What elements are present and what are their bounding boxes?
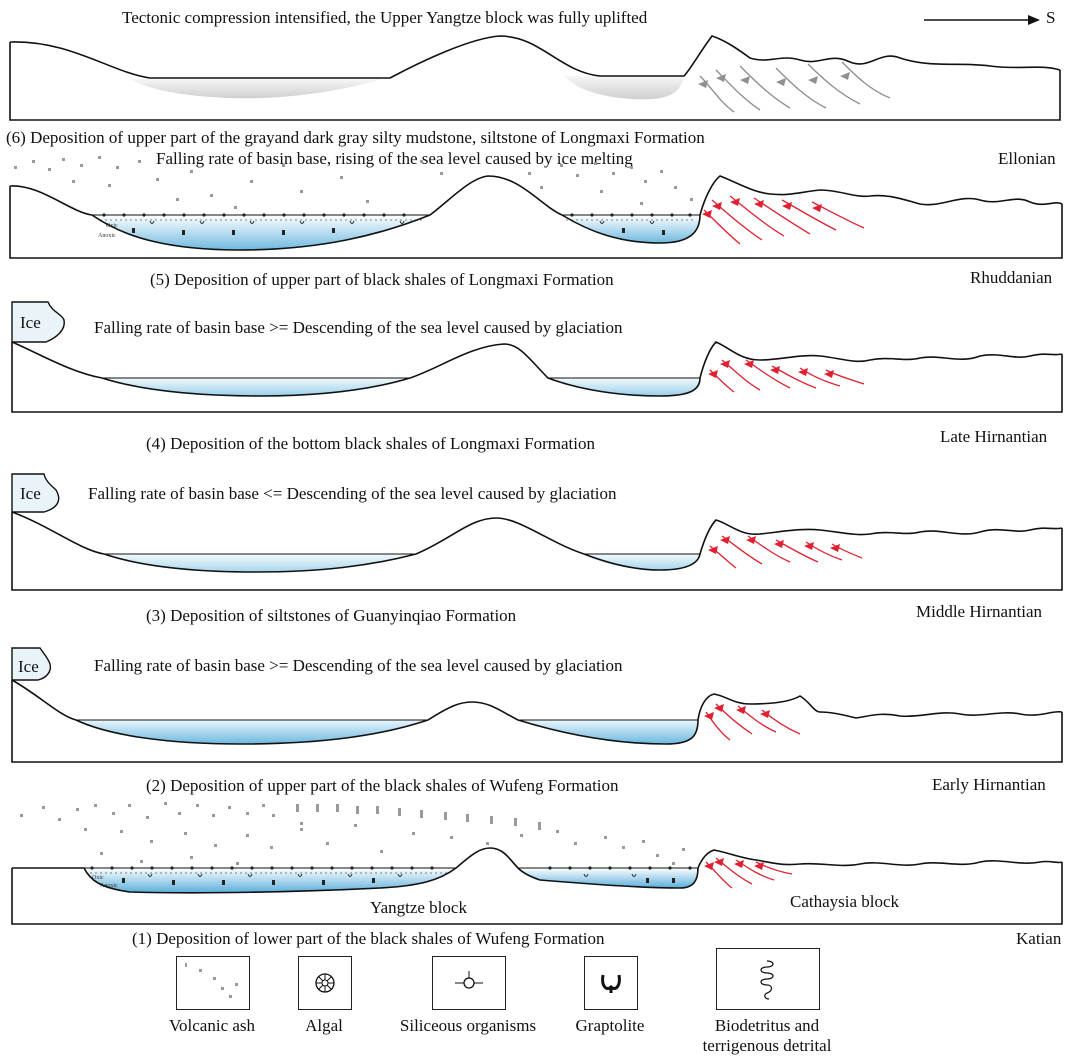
panel-6-stage: Katian — [1016, 929, 1062, 948]
legend-label-siliceous: Siliceous organisms — [399, 1016, 537, 1035]
panel-2-profile: Ice — [0, 298, 1076, 418]
panel-4-stage: Middle Hirnantian — [916, 602, 1043, 621]
panel-1-stage: Ellonian — [998, 149, 1056, 168]
panel-1-subcaption: Falling rate of basin base, rising of th… — [156, 149, 633, 168]
cathaysia-block-label: Cathaysia block — [790, 892, 900, 911]
legend-label-algal: Algal — [305, 1016, 343, 1035]
volcanic-ash-cloud — [20, 802, 685, 875]
panel-2-note: Falling rate of basin base >= Descending… — [94, 318, 623, 337]
panel-5-caption: (2) Deposition of upper part of the blac… — [146, 776, 619, 795]
panel-4-ice-label: Ice — [18, 657, 39, 676]
panel-2-caption: (5) Deposition of upper part of black sh… — [150, 270, 614, 289]
panel-4-note: Falling rate of basin base >= Descending… — [94, 656, 623, 675]
biodetritus-icon — [760, 960, 774, 1000]
panel-3-note: Falling rate of basin base <= Descending… — [88, 484, 617, 503]
panel-3-ice-label: Ice — [20, 484, 41, 503]
panel-1-profile: Oxic Anoxic — [0, 150, 1076, 265]
legend-label-volcanic-ash: Volcanic ash — [168, 1016, 256, 1035]
panel-0-caption: Tectonic compression intensified, the Up… — [122, 8, 648, 27]
legend-box-volcanic-ash — [176, 956, 250, 1010]
yangtze-block-label: Yangtze block — [370, 898, 467, 917]
panel-4-caption: (3) Deposition of siltstones of Guanyinq… — [146, 606, 517, 625]
panel-6-caption: (1) Deposition of lower part of the blac… — [132, 929, 605, 948]
legend-label-biodetritus-line1: Biodetritus and — [714, 1016, 820, 1035]
direction-label: S — [1046, 8, 1056, 27]
legend-label-biodetritus-line2: terrigenous detrital — [702, 1036, 832, 1055]
volcanic-ash-icon — [185, 963, 238, 998]
ice-sheet — [11, 301, 65, 343]
legend-box-biodetritus — [716, 948, 820, 1010]
legend-box-algal — [298, 956, 352, 1010]
algal-icon — [315, 973, 335, 993]
legend-label-biodetritus: Biodetritus and terrigenous detrital — [686, 1016, 848, 1056]
panel-0-profile — [0, 32, 1076, 124]
oxic-label: Oxic — [92, 875, 104, 881]
panel-3-profile: Ice — [0, 470, 1076, 595]
panel-1-caption: (6) Deposition of upper part of the gray… — [6, 128, 705, 147]
graptolite-icon — [601, 974, 621, 993]
panel-5-stage: Early Hirnantian — [932, 775, 1046, 794]
panel-3-caption: (4) Deposition of the bottom black shale… — [146, 434, 596, 453]
anoxic-label: Anoxic — [100, 883, 118, 889]
panel-2-ice-label: Ice — [20, 313, 41, 332]
panel-5-profile: Oxic Anoxic — [0, 800, 1076, 928]
legend-box-siliceous — [432, 956, 506, 1010]
legend-box-graptolite — [584, 956, 638, 1010]
ice-sheet — [11, 473, 60, 513]
panel-2-stage: Rhuddanian — [970, 268, 1053, 287]
volcanic-ash-cloud — [14, 156, 693, 209]
siliceous-organisms-icon — [455, 971, 483, 989]
legend-label-graptolite: Graptolite — [575, 1016, 645, 1035]
anoxic-label: Anoxic — [98, 233, 116, 239]
ice-sheet — [11, 647, 52, 681]
panel-3-stage: Late Hirnantian — [940, 427, 1048, 446]
direction-arrow — [924, 10, 1044, 35]
panel-4-profile: Ice — [0, 640, 1076, 770]
